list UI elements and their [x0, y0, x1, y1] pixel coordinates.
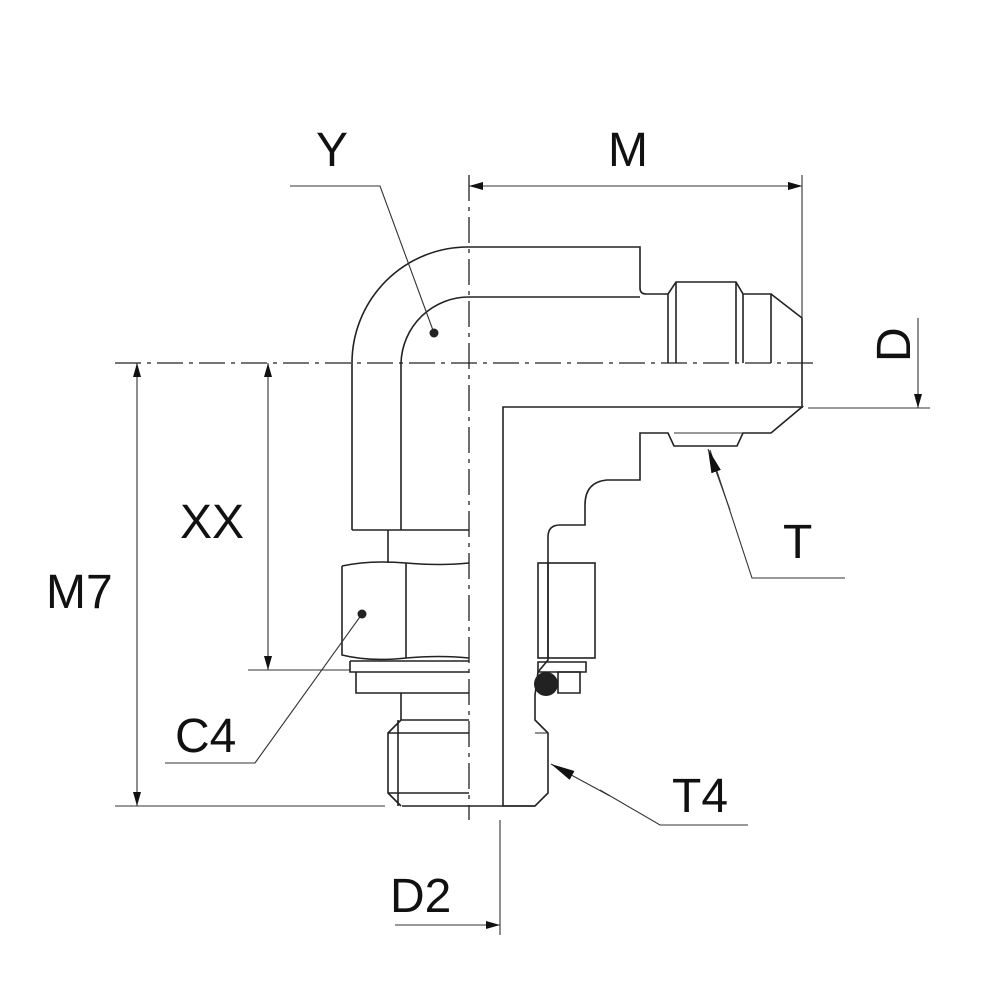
dimension-m: M [469, 124, 803, 318]
dimension-d: D [808, 318, 930, 409]
label-d2: D2 [390, 870, 451, 923]
callout-t: T [707, 448, 845, 579]
callout-t4: T4 [550, 763, 748, 826]
callout-y: Y [290, 124, 439, 338]
dimension-xx: XX [180, 363, 350, 671]
label-m: M [608, 124, 648, 177]
label-y: Y [316, 124, 348, 177]
label-d: D [868, 327, 921, 362]
dimension-m7: M7 [46, 363, 385, 807]
o-ring [534, 672, 558, 696]
callout-c4: C4 [165, 609, 367, 764]
label-t: T [783, 516, 812, 569]
label-xx: XX [180, 496, 244, 549]
dimension-d2: D2 [390, 820, 501, 935]
label-t4: T4 [672, 770, 728, 823]
label-m7: M7 [46, 566, 113, 619]
centerlines [115, 175, 815, 820]
elbow-body-section [402, 406, 805, 807]
label-c4: C4 [175, 710, 236, 763]
elbow-body-exterior [341, 246, 803, 807]
